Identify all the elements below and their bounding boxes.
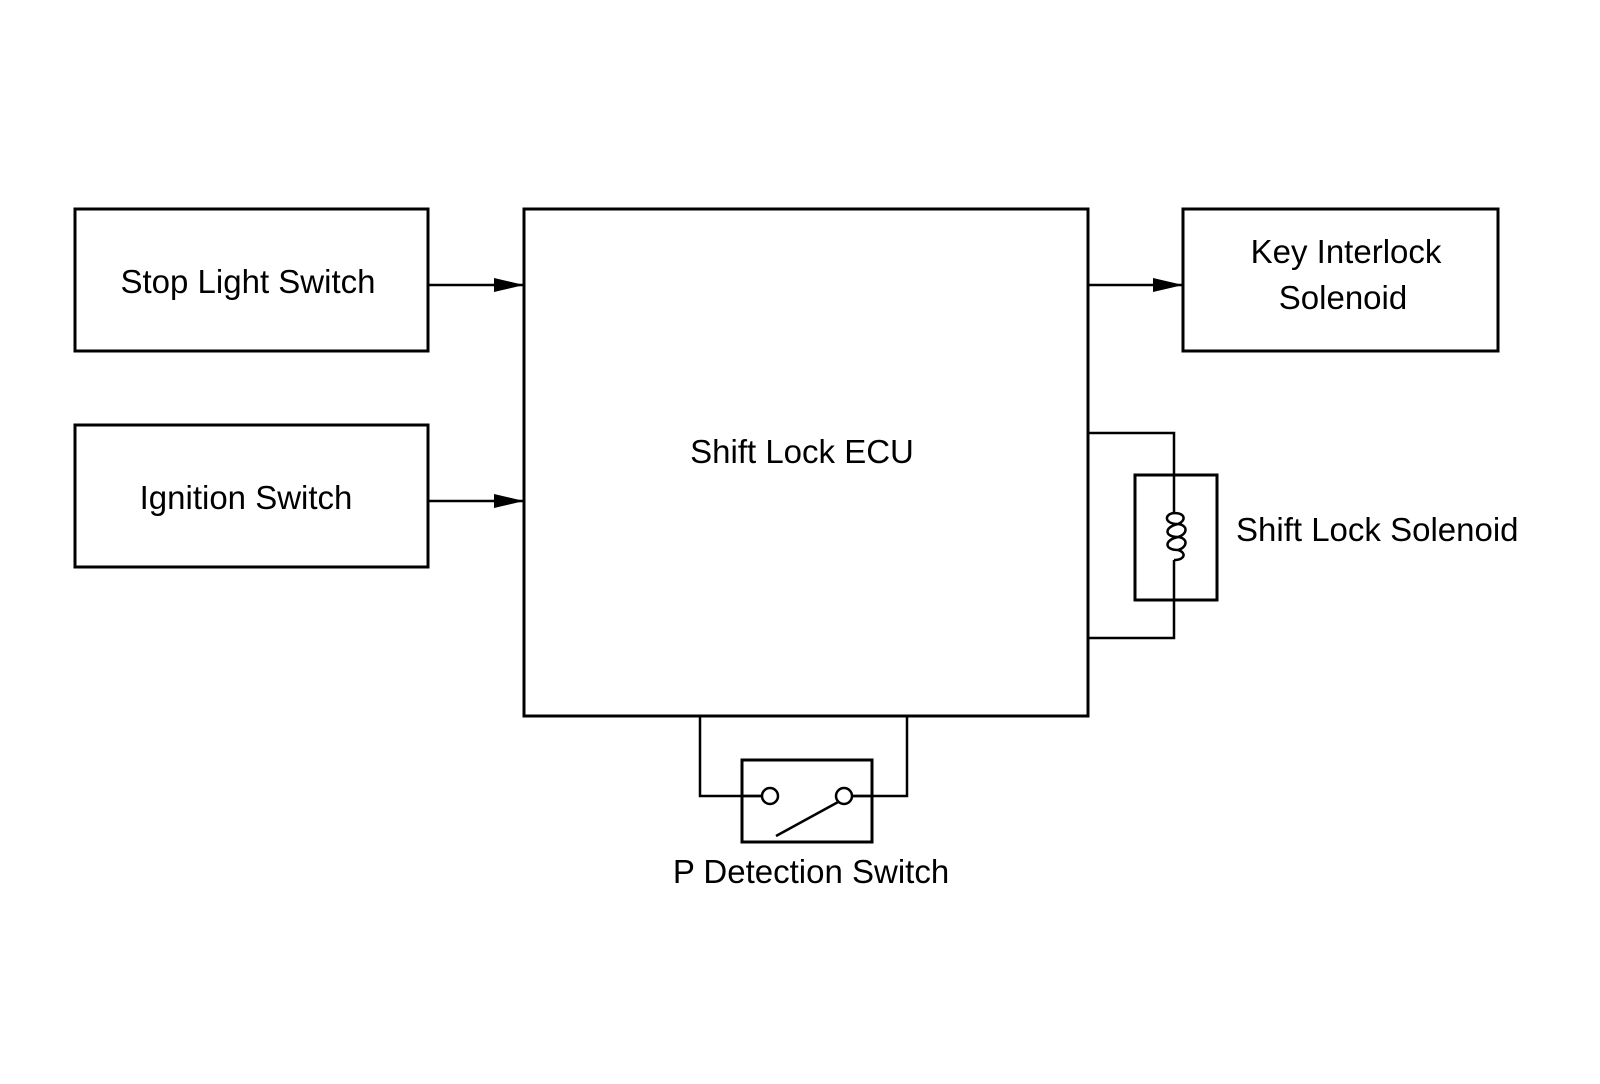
stop-light-switch-label: Stop Light Switch	[121, 263, 376, 300]
shift-lock-ecu-block: Shift Lock ECU	[522, 207, 1090, 718]
p-detection-switch-circuit: P Detection Switch	[673, 716, 949, 890]
p-detection-right-wire	[844, 716, 909, 798]
switch-terminal-left-icon	[760, 786, 780, 806]
shift-lock-solenoid-circuit: Shift Lock Solenoid	[1088, 431, 1519, 640]
p-detection-switch-label: P Detection Switch	[673, 853, 949, 890]
coil-icon	[1165, 511, 1187, 562]
p-detection-left-wire	[698, 716, 770, 798]
stop-light-switch-block: Stop Light Switch	[73, 207, 430, 353]
shift-lock-solenoid-upper-wire	[1088, 431, 1176, 475]
key-interlock-solenoid-block: Key Interlock Solenoid	[1181, 207, 1500, 353]
shift-lock-ecu-label: Shift Lock ECU	[690, 433, 914, 470]
ignition-switch-block: Ignition Switch	[73, 423, 430, 569]
key-interlock-solenoid-label-line1: Key Interlock	[1251, 233, 1442, 270]
switch-blade-icon	[775, 799, 841, 838]
p-detection-switch-box	[740, 758, 874, 844]
shift-lock-solenoid-box	[1133, 473, 1219, 602]
shift-lock-solenoid-lower-wire	[1088, 600, 1176, 640]
key-interlock-solenoid-label-line2: Solenoid	[1279, 279, 1407, 316]
shift-lock-solenoid-label: Shift Lock Solenoid	[1236, 511, 1519, 548]
ignition-switch-label: Ignition Switch	[140, 479, 353, 516]
switch-terminal-right-icon	[834, 786, 854, 806]
